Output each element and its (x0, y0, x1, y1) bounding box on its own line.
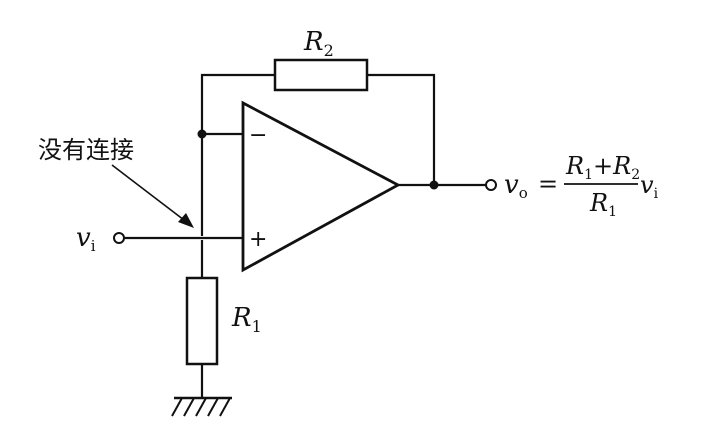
input-terminal (113, 232, 125, 244)
output-terminal (485, 179, 497, 191)
opamp-minus-sign: − (249, 123, 267, 148)
output-formula: vo = R1+R2 R1 vi (504, 152, 659, 220)
junction-dot-inverting (197, 129, 207, 139)
resistor-r2 (273, 58, 369, 92)
annotation-label: 没有连接 (38, 136, 134, 164)
r2-label: R2 (303, 27, 334, 60)
formula-denominator: R1 (589, 189, 617, 220)
vo-label: vo (504, 170, 528, 202)
annotation-arrow-line (111, 164, 185, 221)
formula-vi: vi (640, 171, 659, 202)
opamp-triangle (241, 100, 401, 273)
formula-equals: = (538, 170, 558, 198)
opamp-plus-sign: + (249, 227, 267, 252)
r1-label: R1 (231, 303, 262, 336)
feedback-wire-right (367, 73, 436, 185)
junction-dot-output (429, 180, 439, 190)
formula-numerator: R1+R2 (565, 152, 640, 183)
annotation-arrow-head (178, 213, 194, 228)
resistor-r1 (185, 276, 219, 366)
feedback-wire-left (200, 73, 275, 236)
vi-label: vi (76, 223, 96, 255)
ground-symbol (171, 396, 232, 417)
